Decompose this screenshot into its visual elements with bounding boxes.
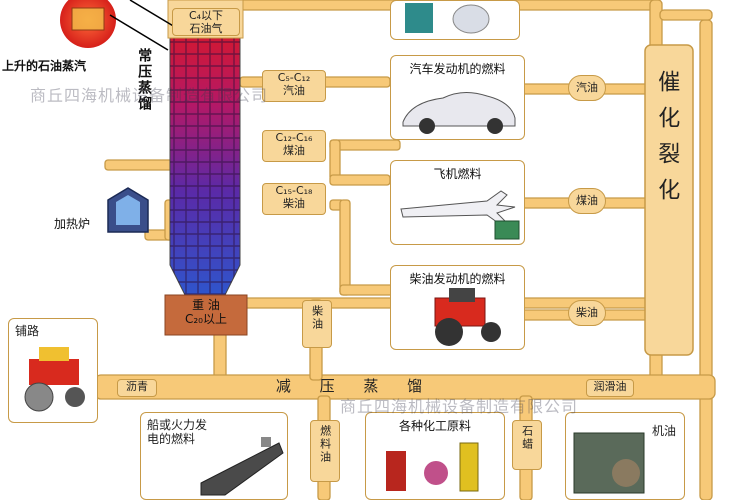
cracking-kerosene-tag: 煤油 xyxy=(568,188,606,214)
ship-fuel-card: 船或火力发电的燃料 xyxy=(140,412,288,500)
column-label: 常压蒸馏 xyxy=(136,48,153,112)
cracking-box xyxy=(644,44,694,356)
ship-icon xyxy=(200,437,284,496)
chemical-card: 各种化工原料 xyxy=(365,412,505,500)
plane-icon xyxy=(400,190,520,240)
tractor-icon xyxy=(434,288,501,346)
road-paving-card: 铺路 xyxy=(8,318,98,423)
engine-oil-card: 机油 xyxy=(565,412,685,500)
vapor-label: 上升的石油蒸汽 xyxy=(2,59,87,73)
fraction-gas-tag: C₄以下石油气 xyxy=(172,8,240,36)
fuel-oil-tag: 燃料油 xyxy=(310,420,340,482)
chemicals-icon xyxy=(386,442,479,492)
roller-icon xyxy=(24,347,85,412)
car-icon xyxy=(402,92,516,134)
cracking-label: 催化裂化 xyxy=(654,70,680,214)
watermark-bottom: 商丘四海机械设备制造有限公司 xyxy=(340,397,579,416)
lube-oil-tag: 润滑油 xyxy=(586,379,634,397)
paraffin-tag: 石蜡 xyxy=(512,420,542,470)
plane-fuel-card: 飞机燃料 xyxy=(390,160,525,245)
asphalt-tag: 沥青 xyxy=(117,379,157,397)
distillation-tower xyxy=(164,0,248,336)
watermark-top: 商丘四海机械设备制造有限公司 xyxy=(30,86,269,105)
furnace-graphic xyxy=(107,187,149,233)
gas-product-card xyxy=(390,0,520,40)
furnace-label: 加热炉 xyxy=(54,217,91,231)
cracking-gasoline-tag: 汽油 xyxy=(568,75,606,101)
cracking-diesel-tag: 柴油 xyxy=(568,300,606,326)
vacuum-diesel-tag: 柴油 xyxy=(302,300,332,348)
car-fuel-card: 汽车发动机的燃料 xyxy=(390,55,525,140)
tractor-fuel-card: 柴油发动机的燃料 xyxy=(390,265,525,350)
vacuum-distillation-label: 减 压 蒸 馏 xyxy=(275,377,435,395)
engine-icon xyxy=(573,432,645,494)
